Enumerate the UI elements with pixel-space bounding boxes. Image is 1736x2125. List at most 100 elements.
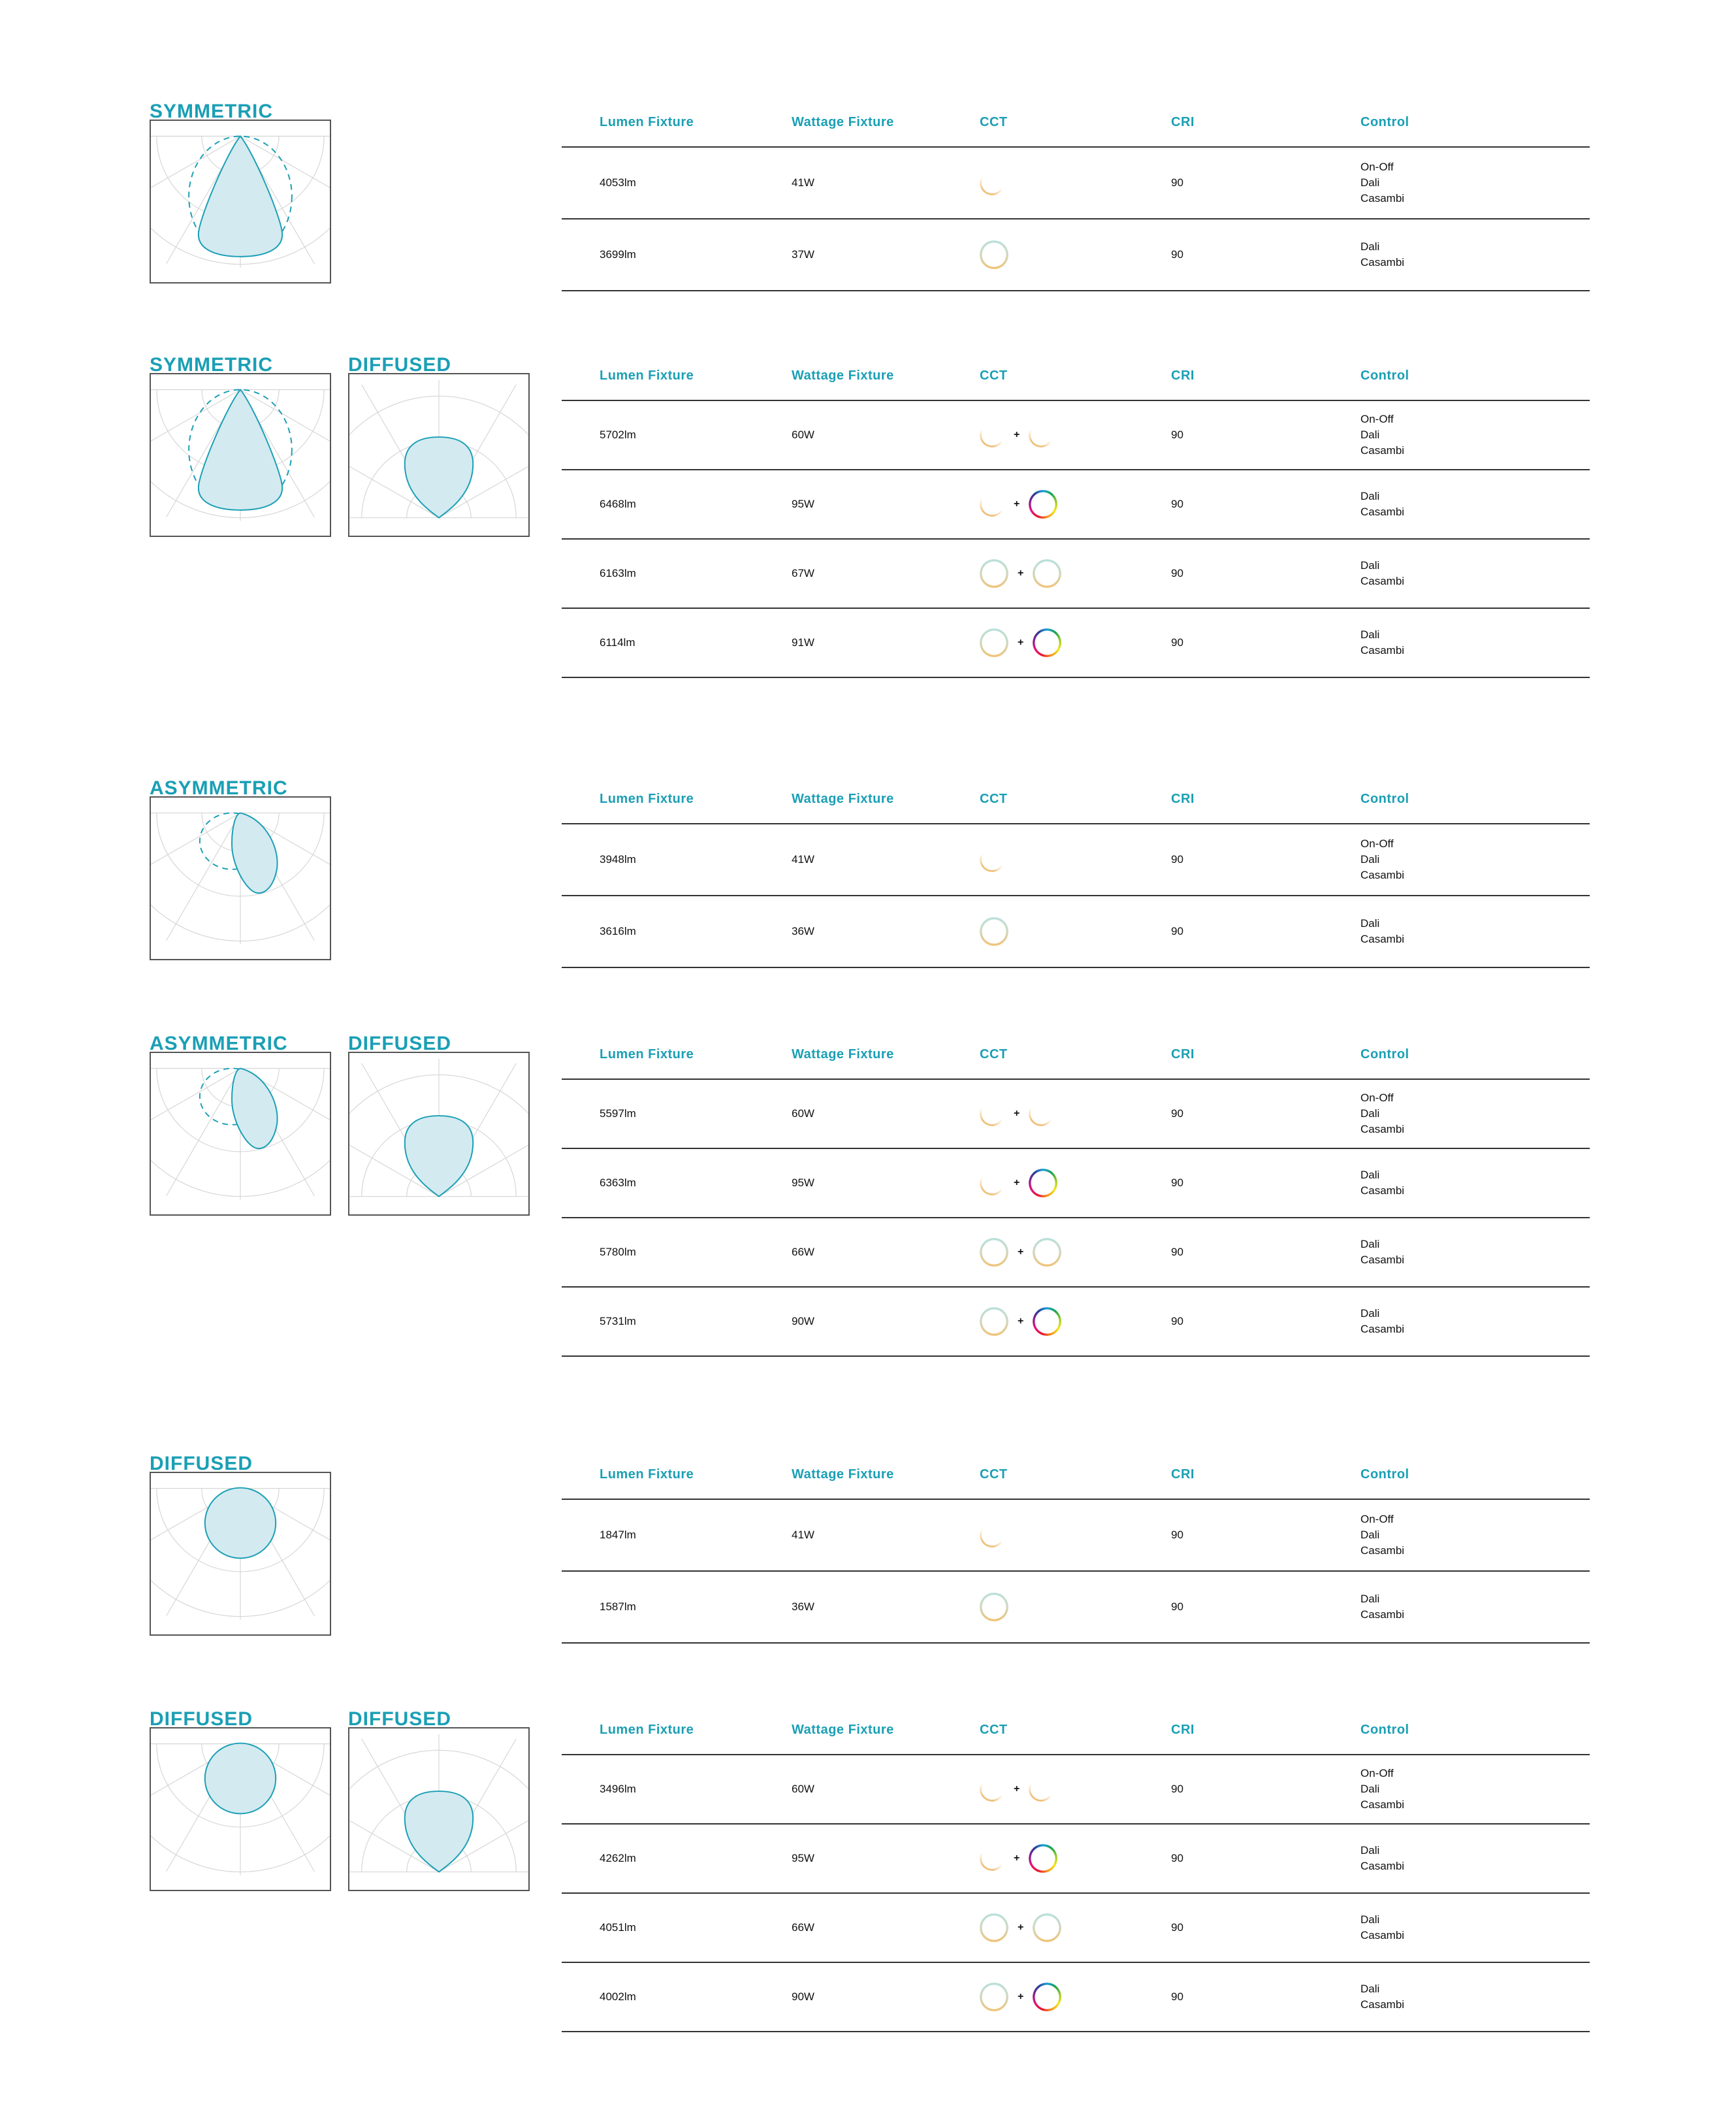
control-option: Casambi <box>1360 644 1405 657</box>
plus-sign: + <box>1018 1991 1024 2002</box>
cct-icons: + <box>980 423 1054 447</box>
tunable-ring-icon <box>980 628 1008 657</box>
column-header-cct: CCT <box>980 1467 1008 1482</box>
wattage-value: 60W <box>792 1107 814 1120</box>
light-lobe <box>197 388 283 511</box>
column-header-control: Control <box>1360 1723 1409 1737</box>
column-header-control: Control <box>1360 792 1409 806</box>
control-option: On-Off <box>1360 1092 1394 1104</box>
cri-value: 90 <box>1171 1107 1183 1120</box>
cct-icons <box>980 170 1005 195</box>
plus-sign: + <box>1014 1108 1020 1119</box>
warm-crescent-icon <box>980 1846 1005 1871</box>
control-option: Dali <box>1360 1107 1380 1120</box>
light-lobe <box>231 812 278 894</box>
wattage-value: 90W <box>792 1315 814 1327</box>
tunable-ring-icon <box>980 240 1008 269</box>
column-header-lumen: Lumen Fixture <box>600 1467 694 1482</box>
tunable-ring-icon <box>980 1983 1008 2011</box>
column-header-lumen: Lumen Fixture <box>600 1047 694 1062</box>
control-option: Dali <box>1360 1844 1380 1857</box>
column-header-control: Control <box>1360 1047 1409 1062</box>
column-header-lumen: Lumen Fixture <box>600 368 694 383</box>
cct-icons: + <box>980 1983 1062 2011</box>
warm-crescent-icon <box>980 492 1005 517</box>
warm-crescent-icon <box>980 1171 1005 1195</box>
column-header-cct: CCT <box>980 368 1008 383</box>
control-option: Dali <box>1360 490 1380 502</box>
control-option: Dali <box>1360 1593 1380 1605</box>
cri-value: 90 <box>1171 853 1183 866</box>
wattage-value: 36W <box>792 1600 814 1613</box>
wattage-value: 36W <box>792 925 814 937</box>
distribution-label: DIFFUSED <box>348 354 451 376</box>
warm-crescent-icon <box>980 423 1005 447</box>
cri-value: 90 <box>1171 1246 1183 1258</box>
column-header-lumen: Lumen Fixture <box>600 115 694 129</box>
control-option: Casambi <box>1360 506 1405 518</box>
cri-value: 90 <box>1171 1783 1183 1795</box>
plus-sign: + <box>1014 429 1020 440</box>
plus-sign: + <box>1014 498 1020 510</box>
polar-chart-symmetric <box>150 373 331 537</box>
control-option: Dali <box>1360 1529 1380 1541</box>
lumen-value: 3616lm <box>600 925 636 937</box>
lumen-value: 5780lm <box>600 1246 636 1258</box>
plus-sign: + <box>1018 1316 1024 1327</box>
column-header-wattage: Wattage Fixture <box>792 1467 894 1482</box>
tunable-ring-icon <box>980 1593 1008 1621</box>
plus-sign: + <box>1018 1246 1024 1257</box>
lumen-value: 5597lm <box>600 1107 636 1120</box>
tunable-ring-icon <box>980 1238 1008 1267</box>
lumen-value: 4051lm <box>600 1921 636 1934</box>
tunable-ring-icon <box>980 1307 1008 1336</box>
column-header-cri: CRI <box>1171 1467 1195 1482</box>
control-option: Casambi <box>1360 575 1405 587</box>
column-header-lumen: Lumen Fixture <box>600 1723 694 1737</box>
control-option: Dali <box>1360 1169 1380 1181</box>
lumen-value: 3496lm <box>600 1783 636 1795</box>
cct-icons: + <box>980 559 1062 588</box>
column-header-wattage: Wattage Fixture <box>792 1723 894 1737</box>
control-option: Casambi <box>1360 1254 1405 1266</box>
cct-icons: + <box>980 1777 1054 1802</box>
rgb-ring-icon <box>1029 1844 1058 1873</box>
cri-value: 90 <box>1171 925 1183 937</box>
polar-chart-diffused-up <box>348 373 530 537</box>
lumen-value: 6363lm <box>600 1176 636 1189</box>
control-option: Casambi <box>1360 1798 1405 1811</box>
control-option: Dali <box>1360 240 1380 253</box>
polar-chart-diffused-down <box>150 1727 331 1891</box>
distribution-label: DIFFUSED <box>348 1708 451 1730</box>
lumen-value: 3699lm <box>600 248 636 261</box>
control-option: Dali <box>1360 1307 1380 1320</box>
lumen-value: 1847lm <box>600 1529 636 1541</box>
distribution-label: DIFFUSED <box>150 1453 253 1474</box>
lumen-value: 5731lm <box>600 1315 636 1327</box>
light-lobe <box>404 1115 474 1197</box>
lumen-value: 5702lm <box>600 429 636 441</box>
distribution-label: DIFFUSED <box>150 1708 253 1730</box>
lumen-value: 4053lm <box>600 176 636 189</box>
cri-value: 90 <box>1171 1529 1183 1541</box>
control-option: Dali <box>1360 1238 1380 1250</box>
column-header-cct: CCT <box>980 115 1008 129</box>
distribution-label: DIFFUSED <box>348 1033 451 1054</box>
